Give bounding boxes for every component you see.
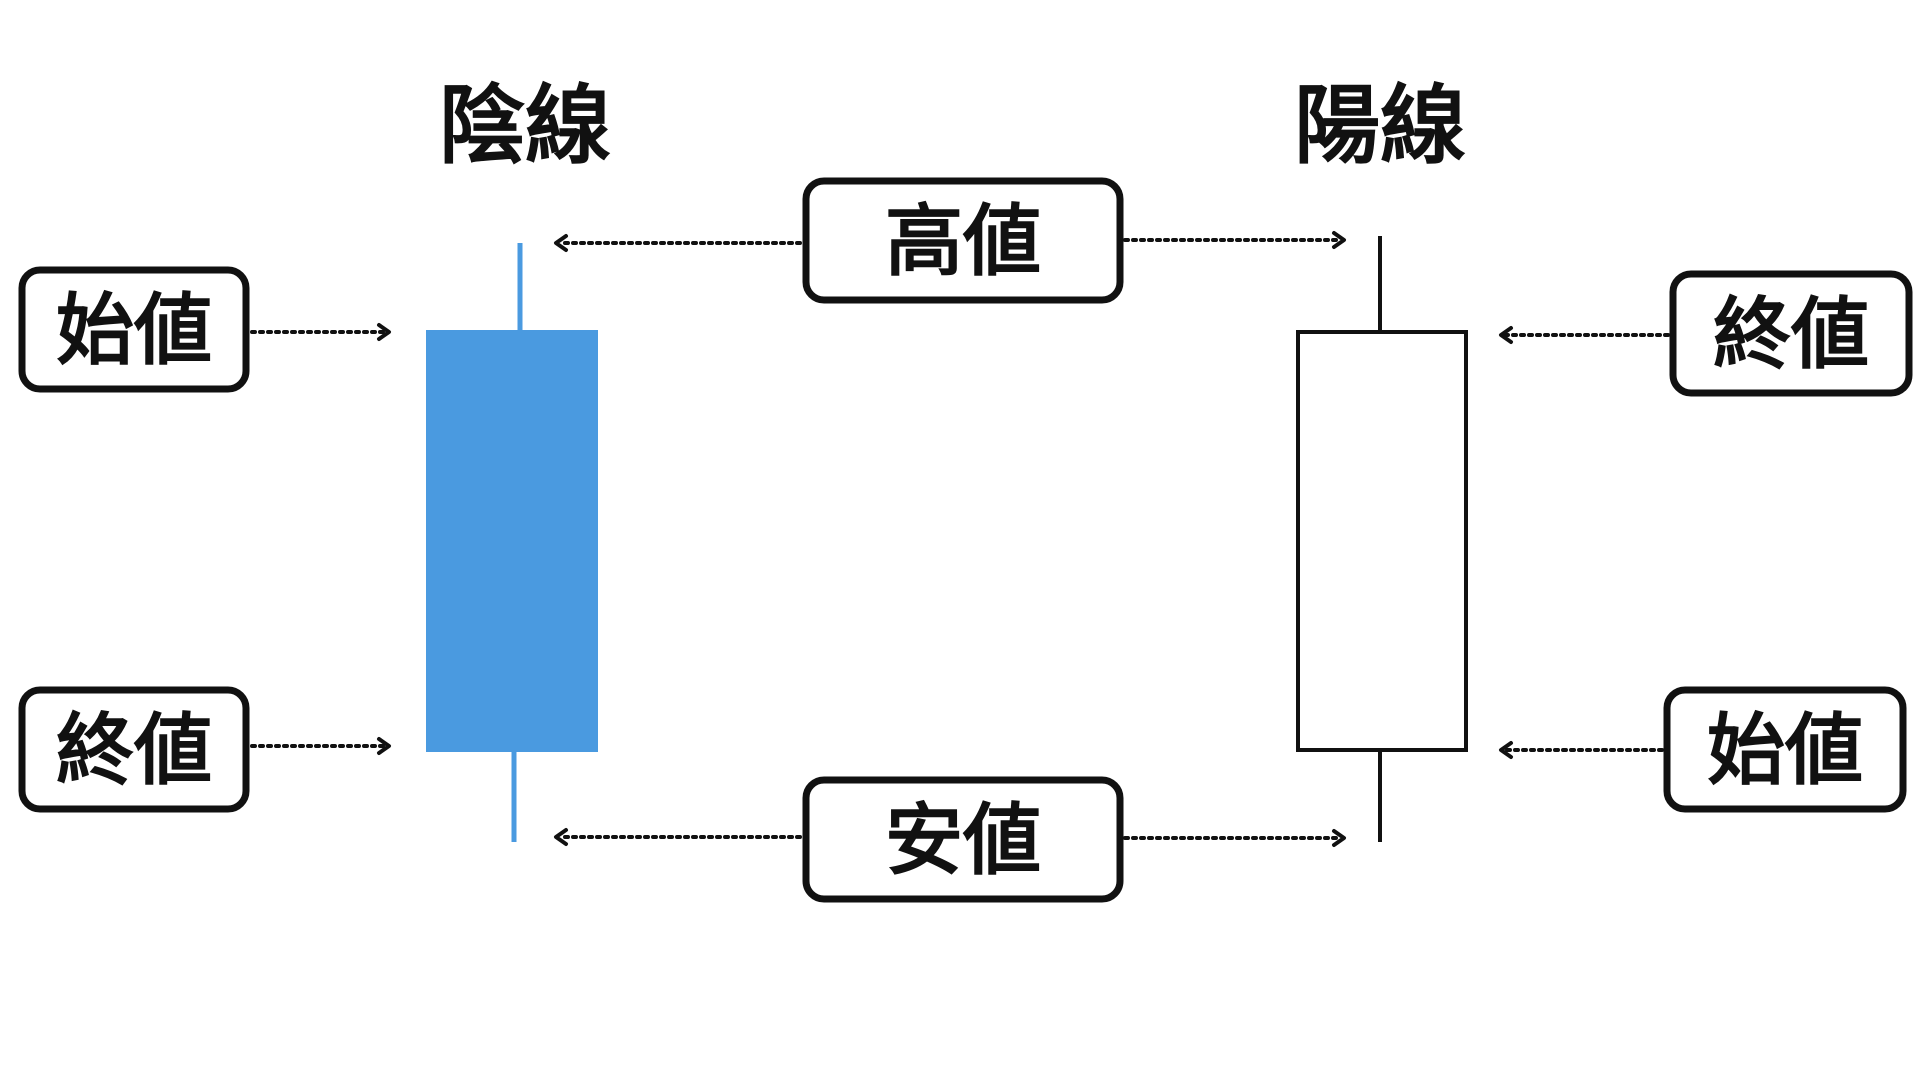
label-bullish-close-box — [1669, 270, 1913, 397]
bullish-candle — [1296, 236, 1468, 842]
label-bullish-open-text: 始値 — [1707, 706, 1863, 796]
bullish-body — [1296, 330, 1468, 752]
label-low-box — [802, 776, 1124, 903]
label-low: 安値 — [802, 776, 1124, 903]
arrow-bullish-open-head — [1499, 741, 1513, 759]
label-bearish-open: 始値 — [18, 266, 250, 393]
arrows — [250, 231, 1670, 847]
bearish-body — [426, 330, 598, 752]
arrow-low-left-head — [554, 828, 568, 846]
arrow-low-right-head — [1332, 829, 1346, 847]
bearish-title: 陰線 — [439, 76, 611, 176]
arrow-bearish-open-head — [377, 323, 391, 341]
label-low-text: 安値 — [885, 796, 1041, 886]
arrow-bearish-close-head — [377, 737, 391, 755]
label-high-text: 高値 — [885, 197, 1041, 287]
arrow-high-left-head — [554, 234, 568, 252]
arrow-high-right-head — [1332, 231, 1346, 249]
arrow-bullish-close-head — [1499, 326, 1513, 344]
bearish-candle — [426, 243, 598, 842]
label-high: 高値 — [802, 177, 1124, 304]
label-high-box — [802, 177, 1124, 304]
label-bearish-close: 終値 — [18, 686, 250, 813]
label-bullish-open: 始値 — [1663, 686, 1907, 813]
label-bearish-open-text: 始値 — [56, 286, 212, 376]
label-bullish-close: 終値 — [1669, 270, 1913, 397]
label-bullish-open-box — [1663, 686, 1907, 813]
label-bearish-close-text: 終値 — [56, 706, 212, 796]
bullish-title: 陽線 — [1294, 76, 1466, 176]
label-bearish-open-box — [18, 266, 250, 393]
label-bullish-close-text: 終値 — [1713, 290, 1869, 380]
label-bearish-close-box — [18, 686, 250, 813]
